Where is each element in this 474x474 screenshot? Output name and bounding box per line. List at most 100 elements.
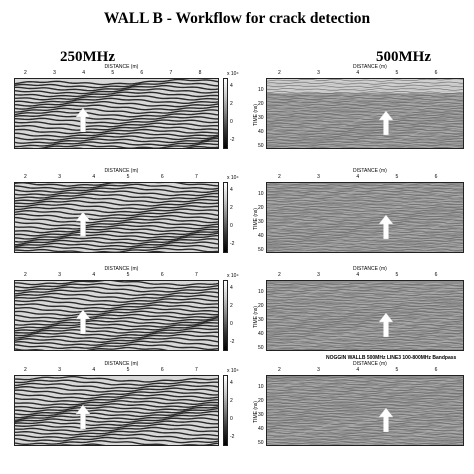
reflection-trace [267, 81, 463, 85]
distance-axis-label: DISTANCE (m) [104, 266, 139, 272]
wave-pattern [15, 79, 218, 148]
reflection-trace [15, 216, 218, 224]
distance-tick-label: 6 [434, 367, 438, 373]
reflection-trace [267, 246, 463, 251]
reflection-trace [15, 436, 218, 444]
time-tick-label: 20 [258, 205, 264, 211]
distance-tick-label: 5 [395, 367, 399, 373]
reflection-trace [267, 126, 463, 131]
reflection-trace [267, 399, 463, 404]
colorbar [223, 280, 228, 351]
reflection-trace [15, 190, 218, 197]
time-tick-label: 30 [258, 115, 264, 121]
reflection-trace [267, 400, 463, 405]
distance-tick-label: 5 [126, 174, 130, 180]
distance-tick-label: 2 [24, 272, 27, 278]
distance-tick-label: 3 [58, 272, 61, 278]
reflection-trace [15, 230, 218, 237]
reflection-trace [15, 241, 218, 248]
reflection-trace [267, 196, 463, 200]
reflection-trace [15, 94, 218, 101]
distance-tick-label: 7 [169, 70, 173, 76]
reflection-trace [267, 328, 463, 332]
distance-tick-label: 4 [356, 174, 360, 180]
reflection-trace [267, 185, 463, 189]
reflection-trace [267, 98, 463, 103]
reflection-trace [267, 124, 463, 129]
wave-pattern [15, 376, 218, 445]
reflection-trace [15, 114, 218, 121]
reflection-trace [15, 110, 218, 118]
reflection-trace [15, 210, 218, 217]
reflection-trace [267, 205, 463, 210]
distance-tick-label: 7 [195, 174, 198, 180]
distance-tick-label: 2 [278, 70, 281, 76]
reflection-trace [15, 403, 218, 410]
wave-pattern [267, 183, 463, 252]
radargram-250mhz [14, 280, 219, 351]
colorbar-tick-label: -2 [230, 339, 235, 345]
reflection-trace [267, 196, 463, 200]
reflection-trace [15, 321, 218, 330]
reflection-trace [15, 117, 218, 125]
reflection-trace [267, 310, 463, 314]
time-tick-label: 30 [258, 317, 264, 323]
reflection-trace [15, 417, 218, 424]
reflection-trace [267, 406, 463, 411]
reflection-trace [267, 394, 463, 399]
wave-pattern [15, 183, 218, 252]
distance-tick-label: 4 [92, 272, 96, 278]
column-heading-500mhz: 500MHz [376, 49, 431, 65]
reflection-trace [267, 115, 463, 119]
distance-tick-label: 2 [24, 70, 27, 76]
reflection-trace [267, 428, 463, 432]
distance-axis-label: DISTANCE (m) [353, 168, 387, 174]
distance-tick-label: 3 [317, 174, 320, 180]
reflection-trace [15, 232, 218, 240]
reflection-trace [15, 433, 218, 440]
colorbar-tick-label: 0 [230, 416, 233, 422]
reflection-trace [267, 206, 463, 210]
reflection-trace [267, 202, 463, 206]
distance-tick-label: 6 [160, 367, 164, 373]
reflection-trace [15, 140, 218, 148]
reflection-trace [15, 440, 218, 445]
reflection-trace [15, 299, 218, 307]
reflection-trace [267, 134, 463, 139]
reflection-trace [15, 221, 218, 227]
reflection-trace [267, 305, 463, 310]
reflection-trace [286, 147, 463, 148]
reflection-trace [267, 320, 463, 324]
reflection-trace [267, 221, 463, 225]
distance-tick-label: 8 [198, 70, 202, 76]
reflection-trace [267, 401, 463, 406]
distance-tick-label: 5 [395, 272, 399, 278]
time-tick-label: 10 [258, 87, 264, 93]
reflection-trace [267, 183, 463, 187]
crack-marker-arrow-icon [378, 110, 394, 140]
reflection-trace [15, 281, 218, 287]
colorbar-tick-label: 2 [230, 303, 233, 309]
distance-tick-label: 6 [434, 70, 438, 76]
distance-tick-label: 5 [395, 70, 399, 76]
distance-tick-label: 3 [58, 174, 61, 180]
reflection-trace [267, 430, 463, 435]
reflection-trace [15, 306, 218, 313]
time-tick-label: 20 [258, 303, 264, 309]
reflection-trace [267, 87, 463, 91]
distance-tick-label: 6 [434, 272, 438, 278]
distance-tick-label: 6 [160, 272, 164, 278]
reflection-trace [267, 416, 463, 419]
reflection-trace [267, 317, 463, 321]
colorbar-tick-label: 2 [230, 398, 233, 404]
distance-tick-label: 2 [24, 367, 27, 373]
reflection-trace [267, 242, 463, 246]
reflection-trace [267, 289, 463, 293]
reflection-trace [15, 413, 218, 421]
reflection-trace [267, 413, 463, 417]
page-title: WALL B - Workflow for crack detection [103, 10, 371, 27]
crack-marker-arrow-icon [75, 309, 91, 339]
reflection-trace [267, 383, 463, 388]
distance-axis-label: DISTANCE (m) [353, 64, 387, 70]
reflection-trace [267, 141, 463, 145]
